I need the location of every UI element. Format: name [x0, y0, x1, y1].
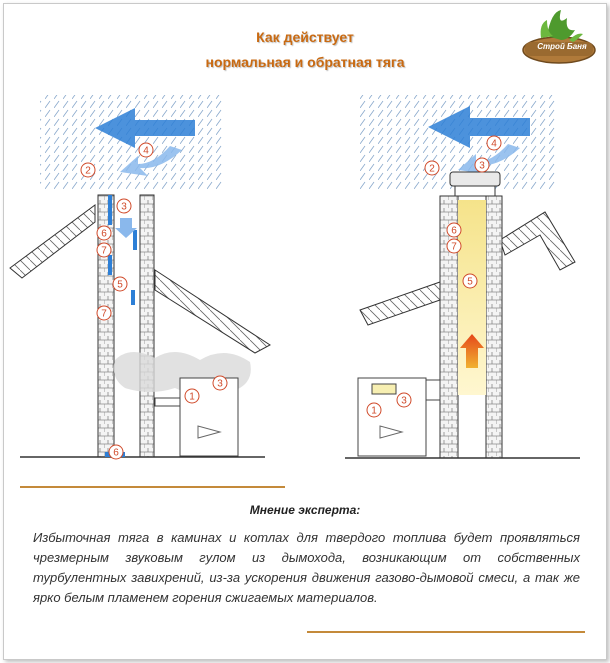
left-marker-label: 4: [143, 146, 149, 157]
right-marker-label: 5: [467, 277, 473, 288]
expert-heading: Мнение эксперта:: [249, 503, 361, 517]
left-marker-label: 6: [101, 229, 107, 240]
left-marker-4: 6: [96, 225, 112, 241]
right-marker-label: 1: [371, 406, 377, 417]
title-line-2: нормальная и обратная тяга: [205, 54, 405, 70]
right-marker-7: 1: [366, 402, 382, 418]
left-marker-5: 7: [96, 242, 112, 258]
left-marker-3: 3: [116, 198, 132, 214]
right-chimney-wall-right: [485, 195, 503, 459]
page-title: Как действует нормальная и обратная тяга: [0, 25, 610, 75]
divider-top: [20, 486, 285, 488]
left-marker-8: 3: [212, 375, 228, 391]
left-marker-label: 6: [113, 448, 119, 459]
right-marker-4: 6: [446, 222, 462, 238]
left-marker-7: 7: [96, 305, 112, 321]
right-flame-arrow: [460, 334, 484, 368]
right-marker-8: 3: [396, 392, 412, 408]
right-wind-arrow: [428, 106, 530, 148]
left-marker-label: 1: [189, 392, 195, 403]
left-marker-2: 4: [138, 142, 154, 158]
divider-bottom: [307, 631, 585, 633]
left-marker-1: 2: [80, 162, 96, 178]
right-marker-3: 3: [474, 157, 490, 173]
right-marker-2: 4: [486, 135, 502, 151]
title-line-1: Как действует: [256, 29, 354, 45]
logo-icon: [522, 10, 596, 64]
right-marker-label: 4: [491, 139, 497, 150]
left-marker-label: 5: [117, 280, 123, 291]
left-marker-label: 3: [217, 379, 223, 390]
left-marker-label: 2: [85, 166, 91, 177]
left-marker-label: 3: [121, 202, 127, 213]
logo-text: Строй Баня: [537, 42, 587, 51]
left-marker-label: 7: [101, 309, 107, 320]
right-marker-6: 5: [462, 273, 478, 289]
left-roof: [9, 204, 96, 279]
left-marker-9: 1: [184, 388, 200, 404]
right-marker-label: 7: [451, 242, 457, 253]
left-chimney-wall-right: [139, 194, 155, 458]
left-wind-arrow: [95, 108, 195, 148]
right-roof: [499, 211, 576, 271]
right-marker-1: 2: [424, 160, 440, 176]
right-diagram: [345, 95, 580, 459]
left-stove: [179, 377, 239, 457]
right-marker-label: 6: [451, 226, 457, 237]
right-marker-5: 7: [446, 238, 462, 254]
left-marker-10: 6: [108, 444, 124, 460]
left-down-arrow: [115, 218, 137, 238]
left-marker-6: 5: [112, 276, 128, 292]
right-chimney-cap: [449, 171, 501, 187]
left-diagram: [9, 95, 271, 458]
right-marker-label: 2: [429, 164, 435, 175]
right-marker-label: 3: [479, 161, 485, 172]
right-marker-label: 3: [401, 396, 407, 407]
expert-text: Избыточная тяга в каминах и котлах для т…: [33, 530, 580, 605]
left-marker-label: 7: [101, 246, 107, 257]
